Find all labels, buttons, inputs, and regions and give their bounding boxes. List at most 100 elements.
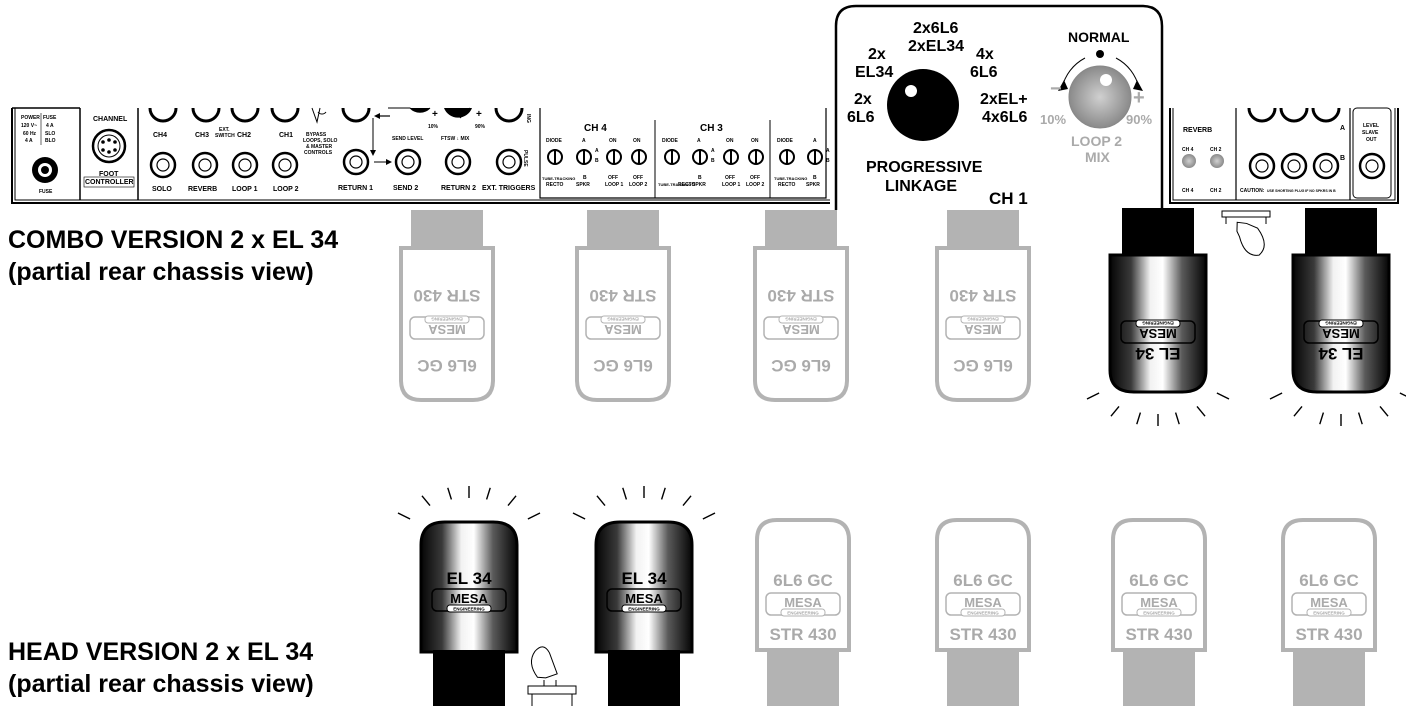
mesa-logo-text: MESA [964,322,1002,337]
toggle-switch-icon[interactable] [692,149,708,165]
toggle-switch-icon[interactable] [547,149,563,165]
toggle-switch-icon[interactable] [807,149,823,165]
tube-type-label: EL 34 [446,569,492,588]
svg-text:CH3: CH3 [195,132,209,139]
svg-text:RECTO: RECTO [678,182,696,188]
engineering-text: ENGINEERING [1142,321,1174,326]
svg-text:ON: ON [751,138,759,144]
svg-text:RECTO: RECTO [546,182,564,188]
tube-model-label: STR 430 [767,286,834,305]
svg-text:SLO: SLO [45,131,55,137]
svg-text:NORMAL: NORMAL [1068,29,1130,45]
speaker-jack[interactable] [1280,152,1308,180]
bottom-jack-row[interactable] [149,148,523,179]
engineering-text: ENGINEERING [787,611,819,616]
svg-text:A: A [582,138,586,144]
bypass-switch-icon[interactable] [311,107,327,124]
glow-rays-icon [397,486,541,520]
head-caption-title: HEAD VERSION 2 x EL 34 [8,638,314,666]
tube-type-label: 6L6 GC [1299,571,1359,590]
mesa-logo-text: MESA [625,591,663,606]
toggle-switch-icon[interactable] [664,149,680,165]
tube-model-label: STR 430 [1295,625,1362,644]
tube-type-label: 6L6 GC [773,571,833,590]
svg-text:10%: 10% [1040,112,1066,127]
fuse-holder-icon[interactable] [32,157,58,183]
loop2-mix-knob[interactable] [1068,65,1132,129]
svg-text:−: − [1050,78,1062,100]
speaker-jack[interactable] [1312,152,1340,180]
svg-text:DIODE: DIODE [777,138,794,144]
toggle-switch-icon[interactable] [723,149,739,165]
reverb-ch2-led-icon [1210,154,1224,168]
mesa-logo-text: MESA [1139,326,1177,341]
tube-model-label: STR 430 [949,286,1016,305]
tube-type-label: 6L6 GC [771,356,831,375]
svg-text:10%: 10% [428,124,439,130]
svg-text:DIODE: DIODE [662,138,679,144]
mesa-logo-text: MESA [428,322,466,337]
toggle-switch-icon[interactable] [748,149,764,165]
progressive-linkage-knob[interactable] [887,69,959,141]
svg-text:B: B [583,175,587,181]
svg-text:OUT: OUT [1366,137,1377,143]
fuse-label: FUSE [39,189,53,195]
svg-text:4x6L6: 4x6L6 [982,109,1027,126]
svg-text:B: B [813,175,817,181]
svg-text:DIODE: DIODE [546,138,563,144]
mesa-logo-text: MESA [784,595,822,610]
svg-text:EXT. TRIGGERS: EXT. TRIGGERS [482,185,536,192]
chassis-panel [11,107,830,204]
glow-rays-icon [572,486,716,520]
svg-text:CHANNEL: CHANNEL [93,116,128,123]
engineering-text: ENGINEERING [785,317,817,322]
svg-text:LOOP 2: LOOP 2 [746,182,764,188]
mesa-logo-text: MESA [1140,595,1178,610]
svg-text:OFF: OFF [725,175,735,181]
svg-text:ON: ON [609,138,617,144]
slave-out-jack[interactable] [1358,152,1386,180]
svg-text:A: A [826,148,830,154]
svg-text:OFF: OFF [750,175,760,181]
svg-text:B: B [595,158,599,164]
svg-text:90%: 90% [475,124,486,130]
svg-text:LEVEL: LEVEL [1363,123,1379,129]
svg-text:LOOP 2: LOOP 2 [273,186,299,193]
svg-text:CH1: CH1 [279,132,293,139]
pulse-ing-vertical: ING PULSE [522,114,531,167]
svg-text:CH 4: CH 4 [584,123,607,134]
svg-text:FUSE: FUSE [43,115,57,121]
svg-text:TUBE-TRACKING: TUBE-TRACKING [774,176,807,181]
svg-text:RETURN 2: RETURN 2 [441,185,476,192]
toggle-switch-icon[interactable] [576,149,592,165]
svg-text:CH 3: CH 3 [700,123,723,134]
engineering-text: ENGINEERING [1325,321,1357,326]
svg-text:SEND LEVEL: SEND LEVEL [392,136,423,142]
toggle-switch-icon[interactable] [606,149,622,165]
head-shorting-plug-icon [527,646,577,706]
toggle-switch-icon[interactable] [779,149,795,165]
svg-text:EXT.: EXT. [219,127,230,133]
engineering-text: ENGINEERING [607,317,639,322]
svg-text:SEND 2: SEND 2 [393,185,418,192]
svg-text:RECTO: RECTO [778,182,796,188]
svg-text:B: B [698,175,702,181]
mesa-logo-text: MESA [1322,326,1360,341]
svg-text:+: + [1133,87,1145,109]
svg-text:2xEL34: 2xEL34 [908,38,964,55]
svg-text:OFF: OFF [633,175,643,181]
svg-text:B: B [826,158,830,164]
svg-text:4 A: 4 A [25,138,33,144]
foot-controller-din-icon[interactable] [91,128,127,164]
svg-text:2x: 2x [868,46,886,63]
speaker-jack[interactable] [1248,152,1276,180]
toggle-switch-icon[interactable] [631,149,647,165]
